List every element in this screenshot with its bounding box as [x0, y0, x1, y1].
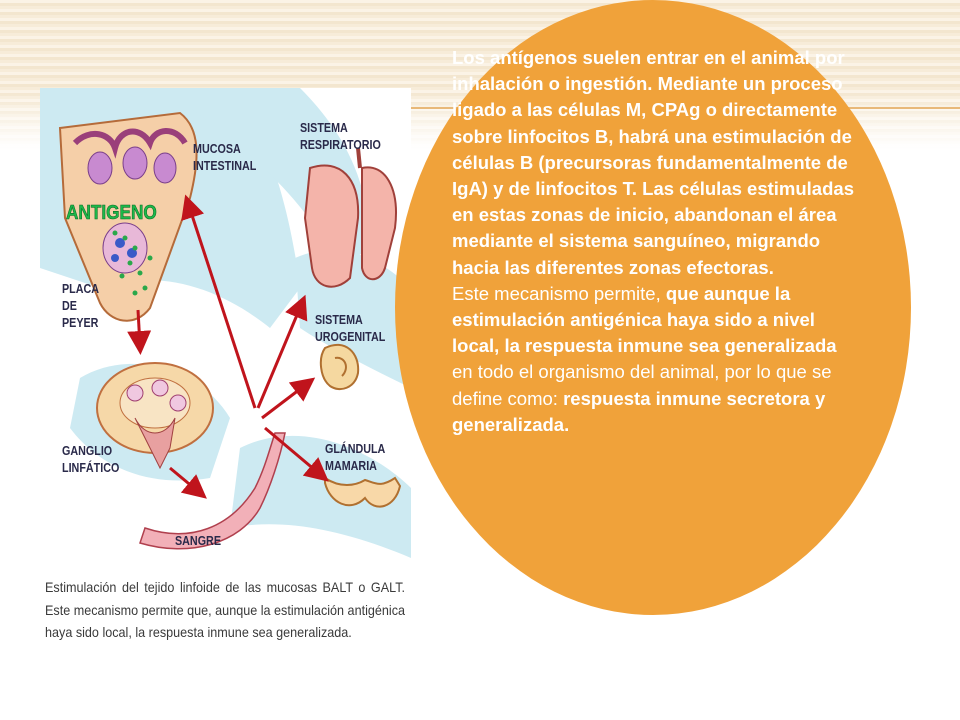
label-ganglio: GANGLIO LINFÁTICO — [62, 443, 119, 477]
label-glandula: GLÁNDULA MAMARIA — [325, 441, 385, 475]
label-placa: PLACA DE PEYER — [62, 281, 99, 332]
label-urogenital: SISTEMA UROGENITAL — [315, 312, 385, 346]
label-mucosa: MUCOSA INTESTINAL — [193, 141, 256, 175]
label-sangre: SANGRE — [175, 533, 221, 550]
arrow-to-ganglio — [138, 310, 140, 346]
urogenital-shape — [321, 345, 358, 389]
figure-caption: Estimulación del tejido linfoide de las … — [45, 576, 405, 644]
label-antigeno: ANTIGENO — [66, 202, 157, 225]
immune-diagram-figure: MUCOSA INTESTINAL SISTEMA RESPIRATORIO A… — [40, 88, 411, 700]
label-respiratorio: SISTEMA RESPIRATORIO — [300, 120, 381, 154]
paragraph-1: Los antígenos suelen entrar en el animal… — [452, 47, 854, 278]
paragraph-2-intro: Este mecanismo permite, — [452, 283, 666, 304]
explanation-text: Los antígenos suelen entrar en el animal… — [452, 45, 862, 438]
